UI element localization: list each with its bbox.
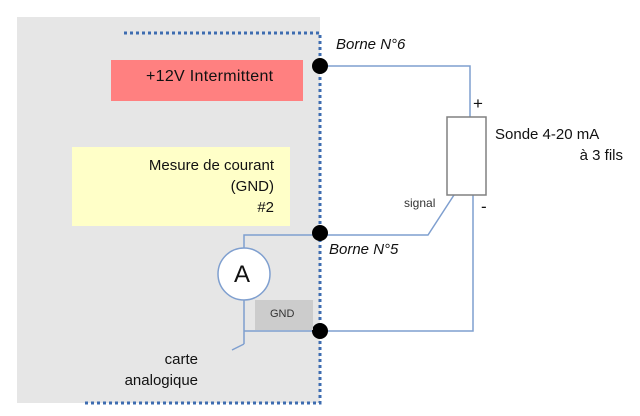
power-12v-label: +12V Intermittent — [146, 68, 274, 85]
wire-signal — [320, 194, 455, 236]
signal-label: signal — [404, 196, 436, 210]
sensor-plus-label: + — [473, 94, 483, 113]
wire-ammeter-top — [243, 234, 320, 248]
board-label-line1: carte — [164, 351, 198, 368]
terminal-borne-5[interactable] — [312, 225, 328, 241]
sensor-minus-label: - — [481, 197, 487, 216]
borne-5-label: Borne N°5 — [329, 241, 399, 258]
wire-minus — [320, 195, 474, 332]
sensor-line2: à 3 fils — [579, 147, 623, 164]
current-measure-box — [72, 147, 290, 226]
sensor-body — [446, 116, 487, 196]
borne-6-label: Borne N°6 — [336, 36, 406, 53]
terminal-borne-6[interactable] — [312, 58, 328, 74]
wire-plus — [320, 65, 471, 117]
ground-symbol — [231, 343, 245, 351]
ammeter-circle — [217, 247, 271, 301]
measure-line2: (GND) — [230, 178, 274, 195]
board-dotted-border — [82, 31, 322, 405]
terminal-gnd[interactable] — [312, 323, 328, 339]
board-label-line2: analogique — [124, 372, 198, 389]
gnd-box — [255, 300, 313, 330]
gnd-label: GND — [270, 308, 295, 320]
ammeter-symbol: A — [234, 261, 251, 288]
power-12v-box — [111, 60, 303, 101]
sensor-line1: Sonde 4-20 mA — [495, 126, 600, 143]
measure-line1: Mesure de courant — [148, 157, 274, 174]
measure-line3: #2 — [257, 199, 274, 216]
